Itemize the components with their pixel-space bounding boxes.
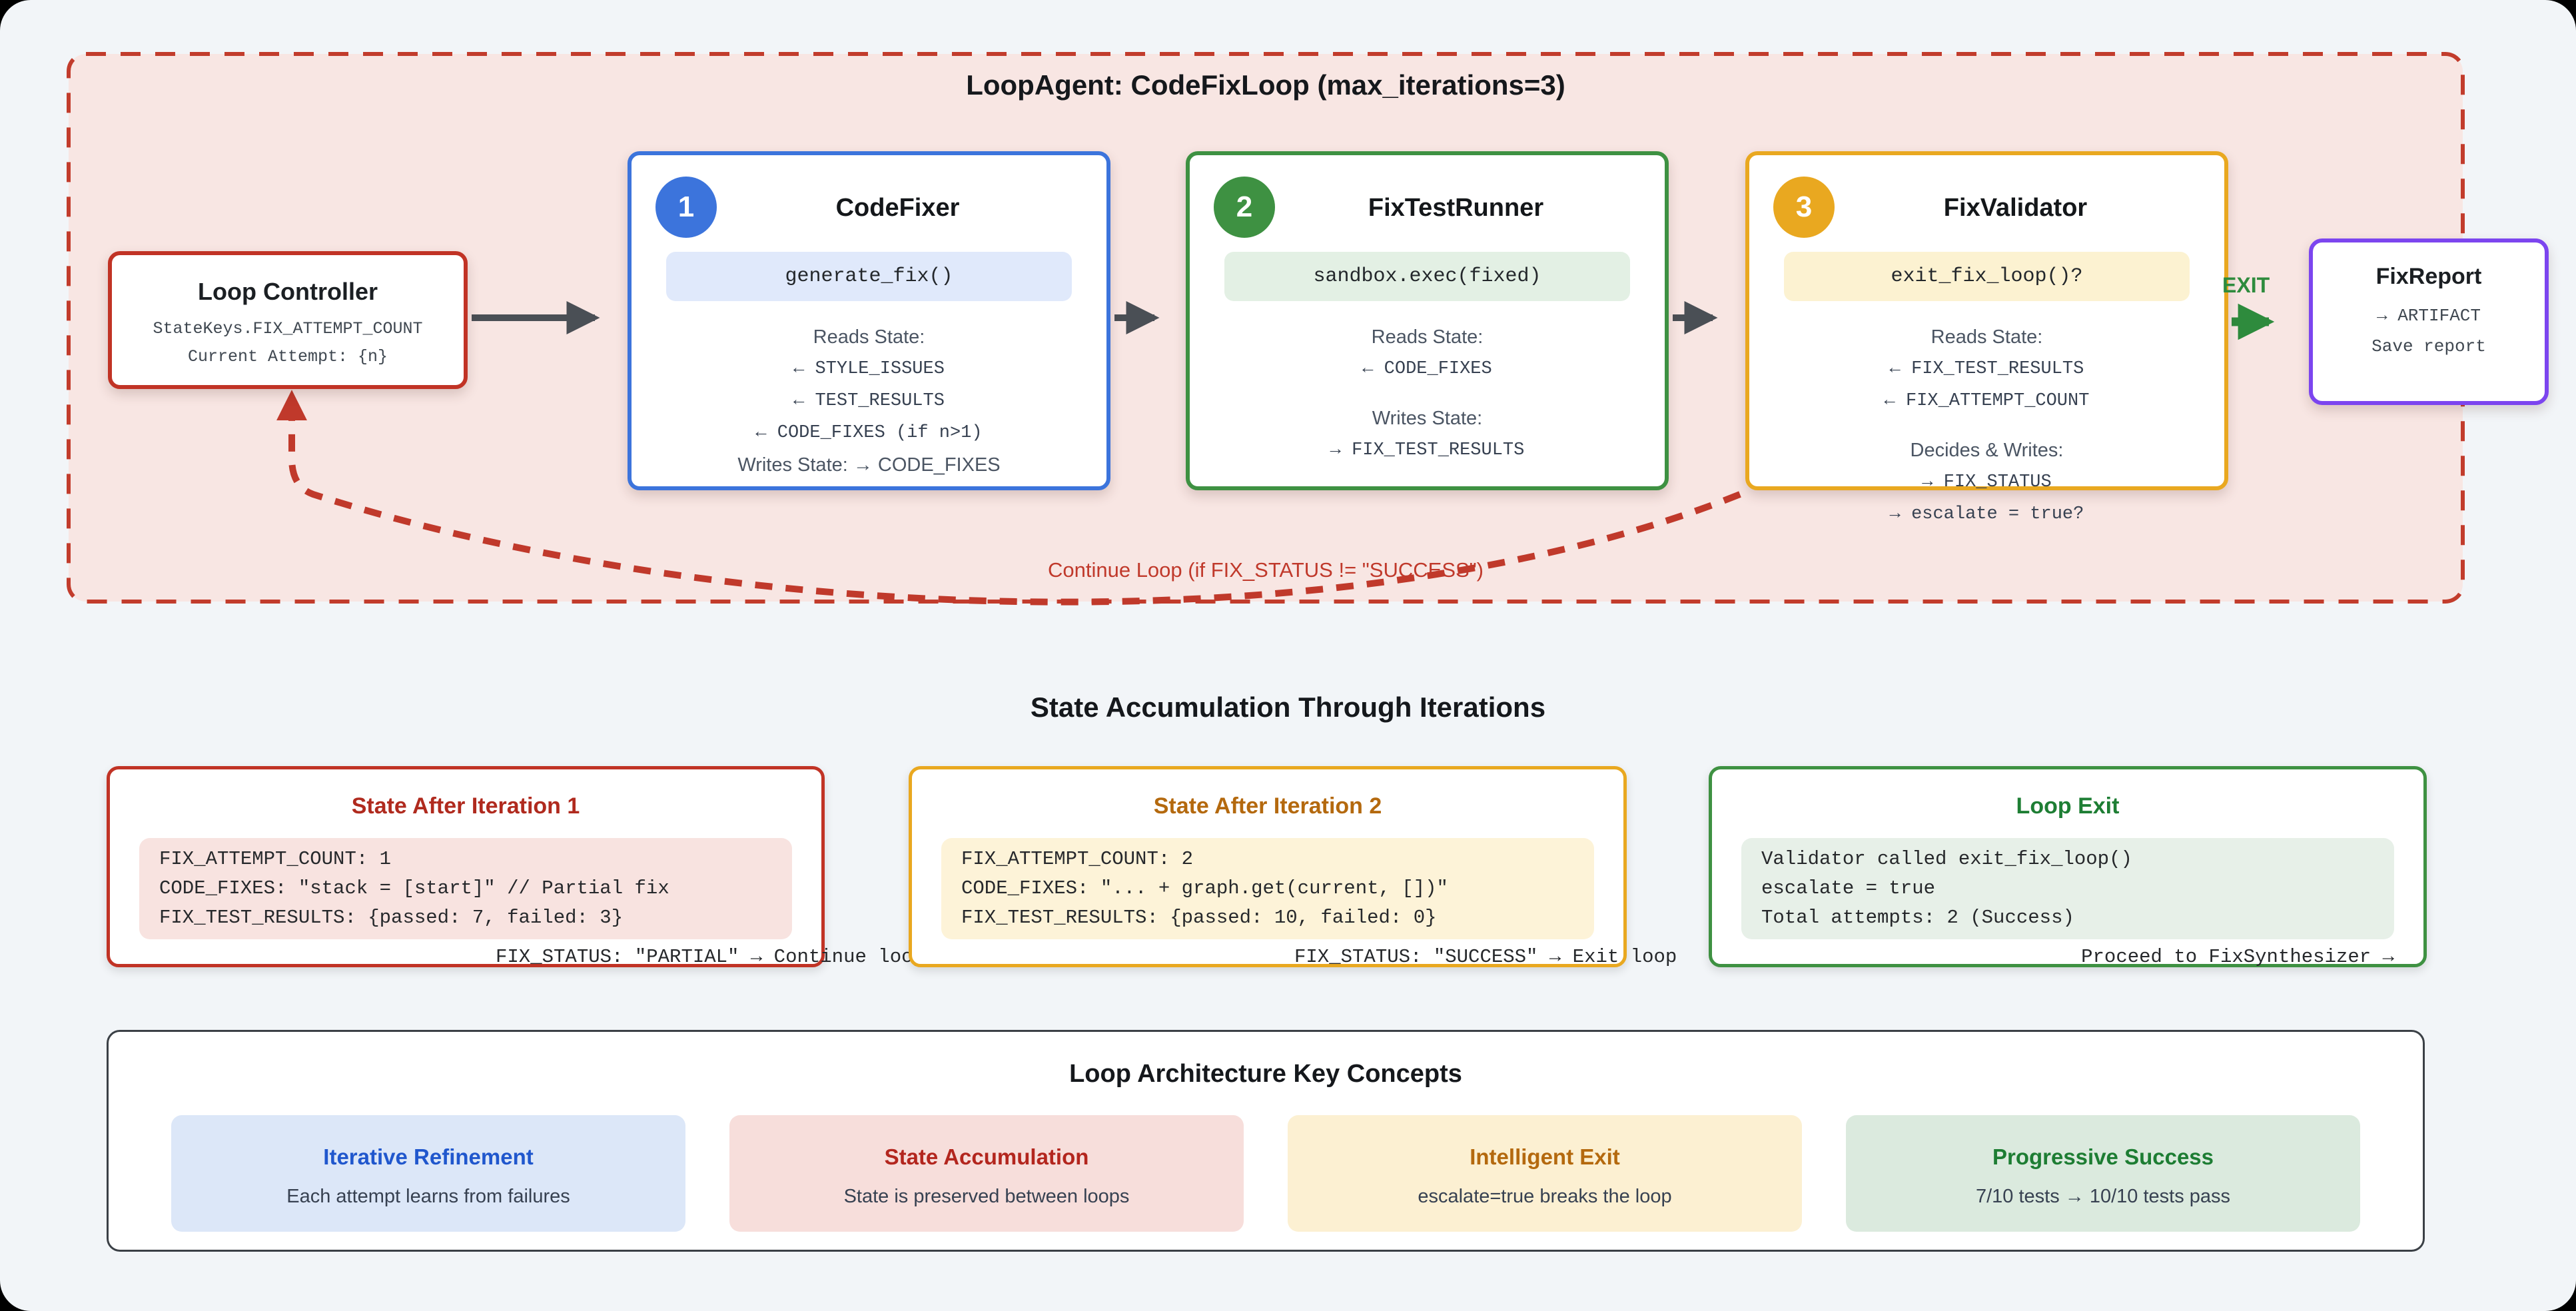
loop-agent-title: LoopAgent: CodeFixLoop (max_iterations=3… [966,69,1565,101]
agent-box-fixvalidator: 3 FixValidator exit_fix_loop()? Reads St… [1745,151,2228,524]
state-line: Writes State: → CODE_FIXES [737,454,1001,476]
state-status-line: FIX_STATUS: "SUCCESS" → Exit loop [1294,946,1677,968]
concept-subtitle: escalate=true breaks the loop [1418,1186,1672,1207]
agent-method-pill: generate_fix() [666,252,1072,301]
state-line: Reads State: [1931,326,2043,348]
state-code-block: FIX_ATTEMPT_COUNT: 2 CODE_FIXES: "... + g… [941,838,1594,939]
state-line: ← FIX_ATTEMPT_COUNT [1884,391,2090,411]
state-box-title: Loop Exit [2016,793,2120,819]
loop-controller-box: Loop Controller StateKeys.FIX_ATTEMPT_CO… [108,251,468,389]
agent-box-fixtestrunner: 2 FixTestRunner sandbox.exec(fixed) Read… [1186,151,1669,490]
agent-state-lines: Reads State: ← STYLE_ISSUES ← TEST_RESULTS… [632,321,1106,481]
text-line: FIX_TEST_RESULTS: {passed: 10, failed: 0… [961,907,1437,929]
state-box-iteration-1: State After Iteration 1 FIX_ATTEMPT_COUN… [107,766,925,968]
step-badge-2: 2 [1214,177,1275,238]
concept-title: Progressive Success [1992,1144,2214,1169]
state-box-title: State After Iteration 1 [351,793,580,819]
state-status-line: Proceed to FixSynthesizer → [2081,946,2394,968]
text-line: FIX_ATTEMPT_COUNT: 2 [961,848,1194,870]
text-line: FIX_TEST_RESULTS: {passed: 7, failed: 3} [159,907,624,929]
step-badge-1: 1 [655,177,717,238]
concept-card-state-accumulation: State Accumulation State is preserved be… [729,1115,1244,1232]
state-line: ← STYLE_ISSUES [793,359,945,379]
state-line: ← FIX_TEST_RESULTS [1889,359,2084,379]
text-line: Validator called exit_fix_loop() [1761,848,2132,870]
state-line: Writes State: [1372,408,1483,429]
loop-controller-lines: StateKeys.FIX_ATTEMPT_COUNT Current Attem… [112,315,464,371]
step-badge-3: 3 [1773,177,1835,238]
concept-subtitle: 7/10 tests → 10/10 tests pass [1975,1186,2231,1207]
agent-method-pill: exit_fix_loop()? [1784,252,2190,301]
text-line: Current Attempt: {n} [187,347,388,366]
state-line: ← CODE_FIXES (if n>1) [755,423,983,443]
fixreport-box: FixReport → ARTIFACT Save report [2309,238,2549,405]
exit-label: EXIT [2222,273,2270,297]
agent-title-codefixer: CodeFixer [835,194,960,222]
agent-method-pill: sandbox.exec(fixed) [1224,252,1630,301]
state-code-block: Validator called exit_fix_loop() escalate… [1741,838,2394,939]
loop-controller-title: Loop Controller [198,278,378,305]
text-line: CODE_FIXES: "... + graph.get(current, []… [961,877,1448,899]
state-line: → FIX_TEST_RESULTS [1330,440,1525,460]
concept-title: Intelligent Exit [1470,1144,1620,1169]
text-line: Save report [2371,336,2486,356]
fixreport-title: FixReport [2375,264,2482,289]
agent-state-lines: Reads State: ← CODE_FIXES Writes State: → F… [1190,321,1665,466]
text-line: Total attempts: 2 (Success) [1761,907,2074,929]
concept-card-intelligent-exit: Intelligent Exit escalate=true breaks th… [1288,1115,1802,1232]
state-line: Reads State: [1371,326,1484,348]
concept-cards-row: Iterative Refinement Each attempt learns… [109,1115,2423,1232]
state-line [1749,417,2224,434]
text-line: CODE_FIXES: "stack = [start]" // Partial… [159,877,669,899]
state-status-line: FIX_STATUS: "PARTIAL" → Continue loop [496,946,925,968]
text-line: escalate = true [1761,877,1936,899]
concept-title: State Accumulation [884,1144,1089,1169]
state-line [1190,385,1665,402]
state-section-heading: State Accumulation Through Iterations [1030,691,1546,723]
key-concepts-heading: Loop Architecture Key Concepts [1069,1060,1462,1088]
concept-title: Iterative Refinement [323,1144,534,1169]
concept-card-iterative-refinement: Iterative Refinement Each attempt learns… [171,1115,685,1232]
state-line: → escalate = true? [1889,504,2084,524]
state-box-iteration-2: State After Iteration 2 FIX_ATTEMPT_COUN… [909,766,1677,968]
key-concepts-panel: Loop Architecture Key Concepts Iterative… [107,1030,2425,1252]
state-box-loop-exit: Loop Exit Validator called exit_fix_loop… [1709,766,2427,968]
state-line: ← TEST_RESULTS [793,391,945,411]
agent-box-codefixer: 1 CodeFixer generate_fix() Reads State: ←… [628,151,1110,490]
text-line: StateKeys.FIX_ATTEMPT_COUNT [153,319,423,338]
concept-card-progressive-success: Progressive Success 7/10 tests → 10/10 t… [1846,1115,2360,1232]
continue-loop-label: Continue Loop (if FIX_STATUS != "SUCCESS… [1047,558,1484,582]
agent-state-lines: Reads State: ← FIX_TEST_RESULTS ← FIX_ATTE… [1749,321,2224,530]
fixreport-lines: → ARTIFACT Save report [2313,300,2545,362]
state-box-title: State After Iteration 2 [1153,793,1382,819]
concept-subtitle: State is preserved between loops [843,1186,1130,1207]
text-line: → ARTIFACT [2376,306,2481,326]
state-line: Decides & Writes: [1910,440,2064,461]
agent-title-fixtestrunner: FixTestRunner [1368,194,1544,222]
concept-subtitle: Each attempt learns from failures [286,1186,570,1207]
agent-title-fixvalidator: FixValidator [1943,194,2088,222]
arrow-continue-loop-feedback [276,390,1741,606]
state-line: ← CODE_FIXES [1362,359,1492,379]
text-line: FIX_ATTEMPT_COUNT: 1 [159,848,392,870]
state-code-block: FIX_ATTEMPT_COUNT: 1 CODE_FIXES: "stack =… [139,838,792,939]
state-line: → FIX_STATUS [1922,472,2052,492]
state-line: Reads State: [813,326,925,348]
